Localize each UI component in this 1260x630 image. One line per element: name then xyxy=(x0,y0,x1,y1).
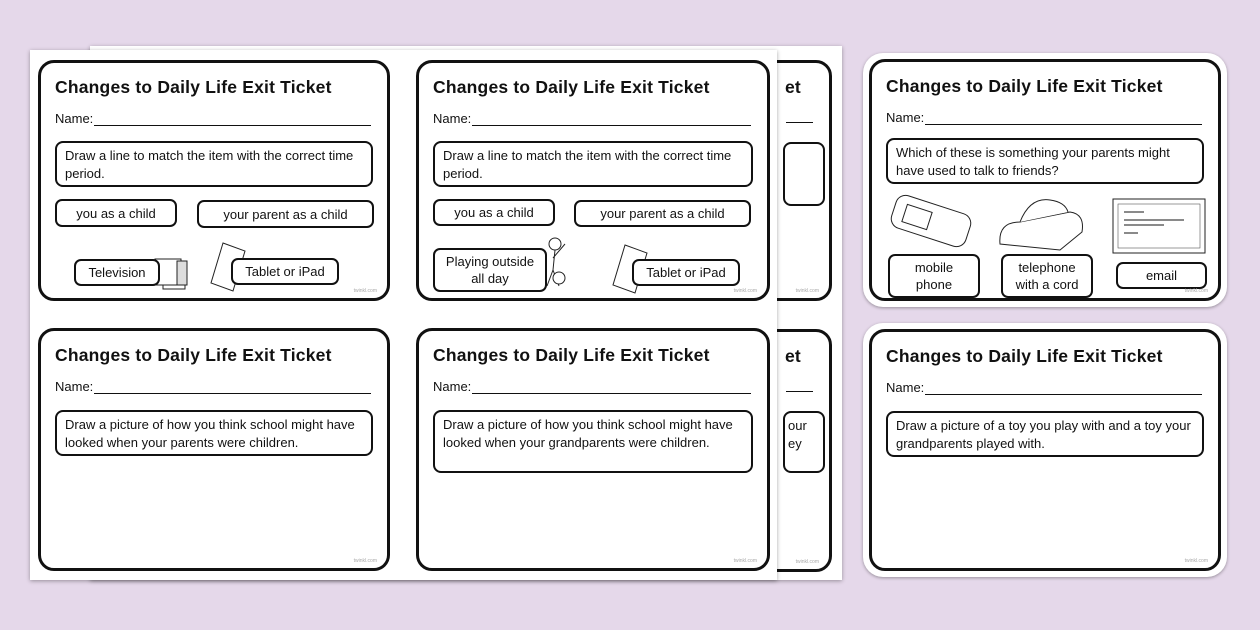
item-playing-outside[interactable]: Playing outside all day xyxy=(433,248,547,292)
name-label: Name: xyxy=(886,380,925,395)
option-you-as-child[interactable]: you as a child xyxy=(433,199,555,226)
card-title: Changes to Daily Life Exit Ticket xyxy=(55,345,332,365)
email-screen-icon xyxy=(1112,198,1206,254)
name-label: Name: xyxy=(886,110,925,125)
footer: twinkl.com xyxy=(795,559,819,565)
peek-title: et xyxy=(785,346,801,366)
card-title: Changes to Daily Life Exit Ticket xyxy=(55,77,332,97)
footer: twinkl.com xyxy=(353,288,377,294)
name-label: Name: xyxy=(55,111,94,126)
item-television[interactable]: Television xyxy=(74,259,160,286)
mobile-phone-icon xyxy=(890,194,972,248)
name-field[interactable]: Name: xyxy=(886,110,1202,125)
corded-telephone-icon xyxy=(999,199,1083,251)
item-tablet[interactable]: Tablet or iPad xyxy=(632,259,740,286)
prompt-box: Which of these is something your parents… xyxy=(886,138,1204,184)
exit-ticket-card: Changes to Daily Life Exit Ticket Name: … xyxy=(38,328,390,571)
prompt-box: Draw a picture of how you think school m… xyxy=(433,410,753,473)
prompt-box: Draw a line to match the item with the c… xyxy=(433,141,753,187)
front-sheet: Changes to Daily Life Exit Ticket Name: … xyxy=(30,50,777,580)
footer: twinkl.com xyxy=(1184,558,1208,564)
card-frame: Changes to Daily Life Exit Ticket Name: … xyxy=(863,323,1227,577)
exit-ticket-card: Changes to Daily Life Exit Ticket Name: … xyxy=(38,60,390,301)
child-playing-icon xyxy=(546,237,566,287)
prompt-box: Draw a picture of a toy you play with an… xyxy=(886,411,1204,457)
footer: twinkl.com xyxy=(1184,288,1208,294)
exit-ticket-card: Changes to Daily Life Exit Ticket Name: … xyxy=(416,328,770,571)
peek-title: et xyxy=(785,77,801,97)
card-title: Changes to Daily Life Exit Ticket xyxy=(433,345,710,365)
name-label: Name: xyxy=(433,379,472,394)
option-parent-as-child[interactable]: your parent as a child xyxy=(197,200,374,228)
peek-text: ey xyxy=(788,436,802,451)
card-title: Changes to Daily Life Exit Ticket xyxy=(433,77,710,97)
card-title: Changes to Daily Life Exit Ticket xyxy=(886,76,1163,96)
name-field[interactable]: Name: xyxy=(55,111,371,126)
option-parent-as-child[interactable]: your parent as a child xyxy=(574,200,751,227)
name-field[interactable]: Name: xyxy=(55,379,371,394)
option-mobile-phone[interactable]: mobile phone xyxy=(888,254,980,298)
name-field[interactable]: Name: xyxy=(886,380,1202,395)
footer: twinkl.com xyxy=(795,288,819,294)
option-telephone-with-cord[interactable]: telephone with a cord xyxy=(1001,254,1093,298)
name-label: Name: xyxy=(55,379,94,394)
prompt-box: Draw a line to match the item with the c… xyxy=(55,141,373,187)
exit-ticket-card: Changes to Daily Life Exit Ticket Name: … xyxy=(869,329,1221,571)
option-email[interactable]: email xyxy=(1116,262,1207,289)
name-field[interactable]: Name: xyxy=(433,379,751,394)
item-tablet[interactable]: Tablet or iPad xyxy=(231,258,339,285)
footer: twinkl.com xyxy=(733,558,757,564)
peek-text: our xyxy=(788,418,807,433)
name-field[interactable]: Name: xyxy=(433,111,751,126)
card-frame: Changes to Daily Life Exit Ticket Name: … xyxy=(863,53,1227,307)
option-you-as-child[interactable]: you as a child xyxy=(55,199,177,227)
exit-ticket-card: Changes to Daily Life Exit Ticket Name: … xyxy=(416,60,770,301)
footer: twinkl.com xyxy=(733,288,757,294)
footer: twinkl.com xyxy=(353,558,377,564)
exit-ticket-card: Changes to Daily Life Exit Ticket Name: … xyxy=(869,59,1221,301)
name-label: Name: xyxy=(433,111,472,126)
card-title: Changes to Daily Life Exit Ticket xyxy=(886,346,1163,366)
prompt-box: Draw a picture of how you think school m… xyxy=(55,410,373,456)
